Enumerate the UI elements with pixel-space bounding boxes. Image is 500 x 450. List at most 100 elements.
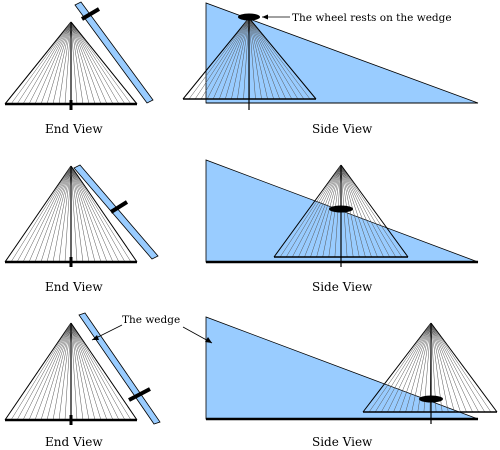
side-view-top: The wheel rests on the wedge Side View xyxy=(182,2,479,136)
end-view-caption: End View xyxy=(45,435,103,449)
wheel-contact-bar xyxy=(80,7,101,21)
spoke-line xyxy=(248,17,293,100)
spoke-line xyxy=(70,21,84,105)
spoke-line xyxy=(4,21,72,105)
spoke-line xyxy=(4,165,72,263)
spoke-line xyxy=(248,17,262,100)
spoke-line xyxy=(188,17,250,100)
spoke-line xyxy=(70,322,114,421)
spoke-line xyxy=(70,165,90,263)
spoke-line xyxy=(64,322,72,421)
spoke-line xyxy=(430,322,461,413)
spoke-line xyxy=(411,322,432,413)
spoke-line xyxy=(393,322,432,413)
spoke-line xyxy=(430,322,486,413)
spoke-line xyxy=(58,322,72,421)
spoke-line xyxy=(417,322,432,413)
spoke-line xyxy=(340,164,403,258)
spoke-line xyxy=(70,322,126,421)
spoke-line xyxy=(70,322,96,421)
side-view-middle: Side View xyxy=(205,159,479,294)
spoke-line xyxy=(182,17,250,100)
end-view-caption: End View xyxy=(45,280,103,294)
spoke-line xyxy=(340,164,378,258)
spoke-line xyxy=(399,322,432,413)
spoke-line xyxy=(34,322,72,421)
spoke-line xyxy=(70,21,78,105)
spoke-line xyxy=(194,17,250,100)
spoke-line xyxy=(316,164,342,258)
spoke-line xyxy=(22,21,72,105)
spoke-line xyxy=(70,21,90,105)
spoke-line xyxy=(10,165,72,263)
spoke-line xyxy=(70,165,120,263)
spoke-line xyxy=(225,17,250,100)
spoke-line xyxy=(340,164,390,258)
spoke-line xyxy=(52,21,72,105)
spoke-line xyxy=(52,165,72,263)
spoke-line xyxy=(70,322,90,421)
row-middle: End View Side View xyxy=(4,159,479,294)
spoke-line xyxy=(46,21,72,105)
end-view-middle: End View xyxy=(4,164,159,294)
spoke-line xyxy=(248,17,305,100)
wedge-annotation: The wedge xyxy=(122,314,180,326)
spoke-line xyxy=(430,322,473,413)
spoke-line xyxy=(206,17,250,100)
spoke-line xyxy=(70,165,132,263)
spoke-line xyxy=(70,21,126,105)
spoke-line xyxy=(70,21,114,105)
spoke-line xyxy=(46,322,72,421)
spoke-line xyxy=(70,165,126,263)
spoke-line xyxy=(70,21,138,105)
spoke-line xyxy=(248,17,287,100)
spoke-line xyxy=(70,165,102,263)
spoke-line xyxy=(10,322,72,421)
wedge-edge-bar xyxy=(78,312,161,425)
end-view-bottom: The wedge End View xyxy=(4,312,180,449)
spoke-line xyxy=(212,17,250,100)
spoke-line xyxy=(70,165,138,263)
spoke-line xyxy=(70,21,132,105)
spoke-line xyxy=(430,322,467,413)
spoke-line xyxy=(10,21,72,105)
spoke-line xyxy=(430,322,498,413)
spoke-line xyxy=(200,17,250,100)
spoke-line xyxy=(248,17,268,100)
end-view-top: End View xyxy=(4,1,154,136)
side-view-bottom: Side View xyxy=(182,316,498,449)
wedge-label-arrowhead xyxy=(92,335,99,340)
spoke-line xyxy=(46,165,72,263)
spoke-line xyxy=(28,322,72,421)
row-bottom: The wedge End View Side View xyxy=(4,312,498,449)
end-wheel-spokes xyxy=(4,322,138,421)
spoke-line xyxy=(340,164,372,258)
side-view-caption: Side View xyxy=(312,122,373,136)
spoke-line xyxy=(237,17,250,100)
spoke-line xyxy=(430,322,492,413)
wheel-contact-bar xyxy=(128,387,151,402)
spoke-line xyxy=(70,322,84,421)
spoke-line xyxy=(248,17,317,100)
spoke-line xyxy=(243,17,250,100)
spoke-line xyxy=(4,322,72,421)
spoke-line xyxy=(368,322,432,413)
spoke-line xyxy=(22,322,72,421)
spoke-line xyxy=(40,165,72,263)
spoke-line xyxy=(52,322,72,421)
spoke-line xyxy=(279,164,342,258)
spoke-line xyxy=(298,164,342,258)
spoke-line xyxy=(430,322,479,413)
spoke-line xyxy=(64,165,72,263)
wheel-hub xyxy=(419,395,443,403)
spoke-line xyxy=(273,164,342,258)
spoke-line xyxy=(231,17,250,100)
wheel-contact-bar xyxy=(109,200,129,214)
spoke-line xyxy=(304,164,342,258)
wedge-edge-bar xyxy=(74,1,154,104)
spoke-line xyxy=(248,17,311,100)
spoke-line xyxy=(40,21,72,105)
spoke-line xyxy=(58,21,72,105)
spoke-line xyxy=(70,165,84,263)
wheel-hub xyxy=(329,205,353,213)
